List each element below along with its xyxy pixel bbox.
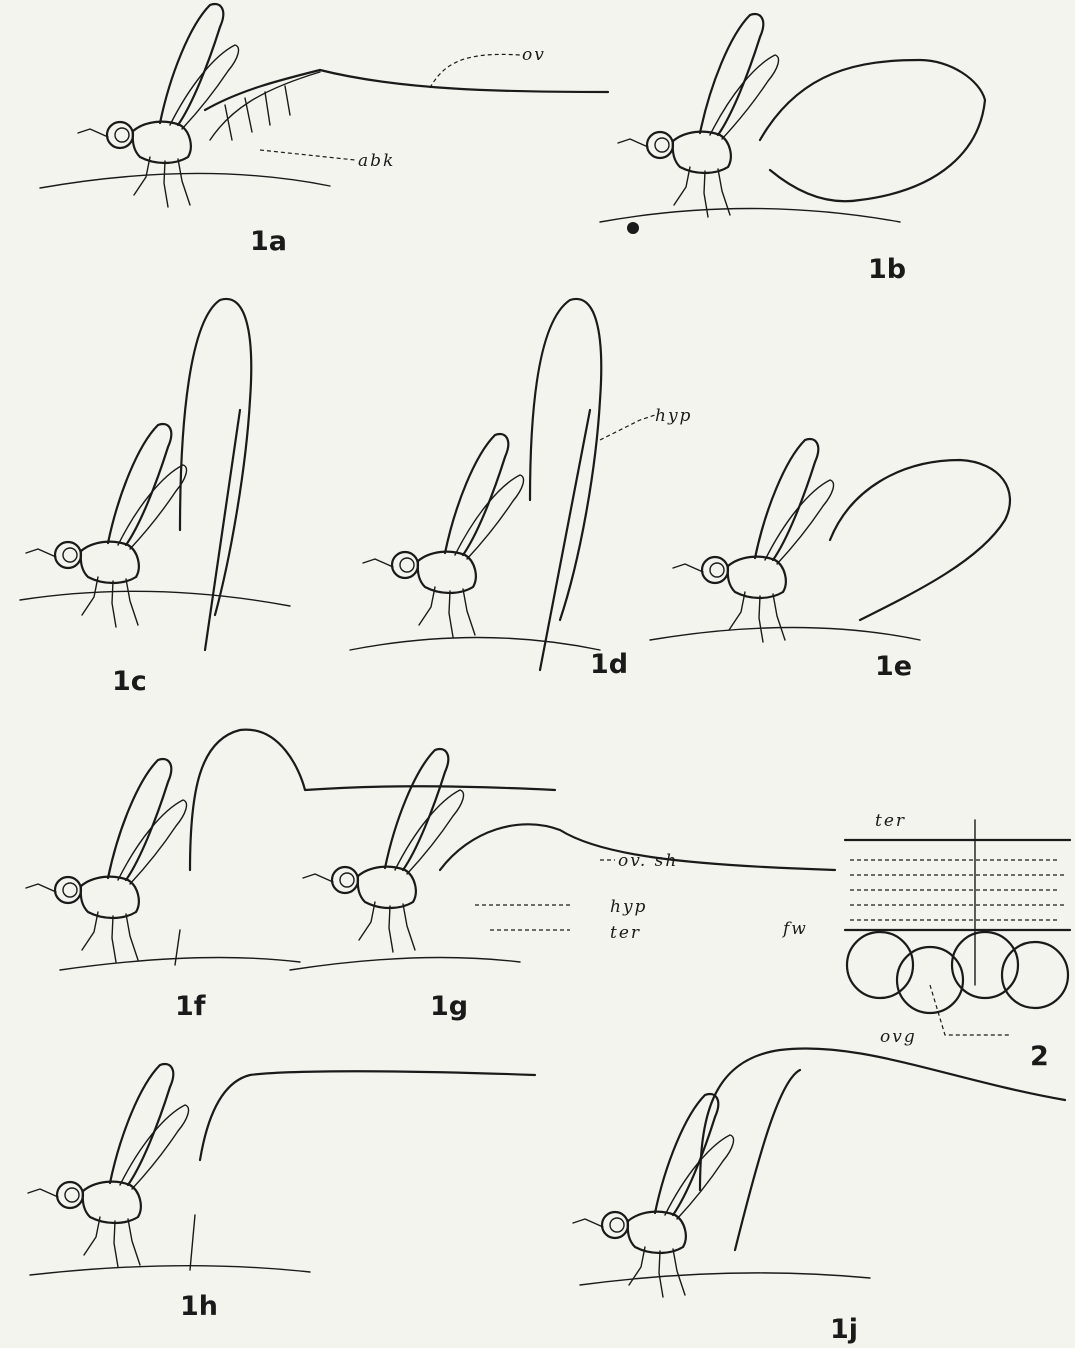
figure-1g-wasp xyxy=(303,749,835,952)
figure-1b-wasp xyxy=(618,14,985,234)
figure-1f-wasp xyxy=(26,730,555,965)
annotation-ter-1g: ter xyxy=(610,923,641,943)
figure-label-1b: 1b xyxy=(868,254,906,285)
figure-1e-wasp xyxy=(673,439,1010,642)
figure-1a-wasp xyxy=(78,4,608,207)
figure-label-2: 2 xyxy=(1030,1041,1049,1072)
figure-label-1e: 1e xyxy=(875,651,912,682)
figure-label-1f: 1f xyxy=(175,991,206,1022)
figure-2-diagram xyxy=(845,820,1070,1035)
annotation-ov-sh: ov. sh xyxy=(618,851,678,871)
annotation-abk: abk xyxy=(358,151,395,171)
figure-label-1d: 1d xyxy=(590,649,628,680)
figure-label-1j: 1j xyxy=(830,1314,858,1345)
figure-1d-wasp xyxy=(363,299,655,670)
figure-label-1g: 1g xyxy=(430,991,468,1022)
figure-1j-wasp xyxy=(573,1048,1065,1297)
figure-label-1h: 1h xyxy=(180,1291,218,1322)
annotation-hyp-1d: hyp xyxy=(655,406,692,426)
annotation-fw: fw xyxy=(781,919,808,939)
figure-label-1c: 1c xyxy=(112,666,147,697)
dot-marker xyxy=(627,222,639,234)
figure-label-1a: 1a xyxy=(250,226,287,257)
annotation-ovg: ovg xyxy=(880,1027,917,1047)
annotation-ov: ov xyxy=(522,45,546,65)
surface-lines xyxy=(20,173,920,1285)
annotation-ter-2: ter xyxy=(875,811,906,831)
figure-1c-wasp xyxy=(26,299,251,650)
figure-1h-wasp xyxy=(28,1064,535,1270)
annotation-hyp-1g: hyp xyxy=(610,897,647,917)
